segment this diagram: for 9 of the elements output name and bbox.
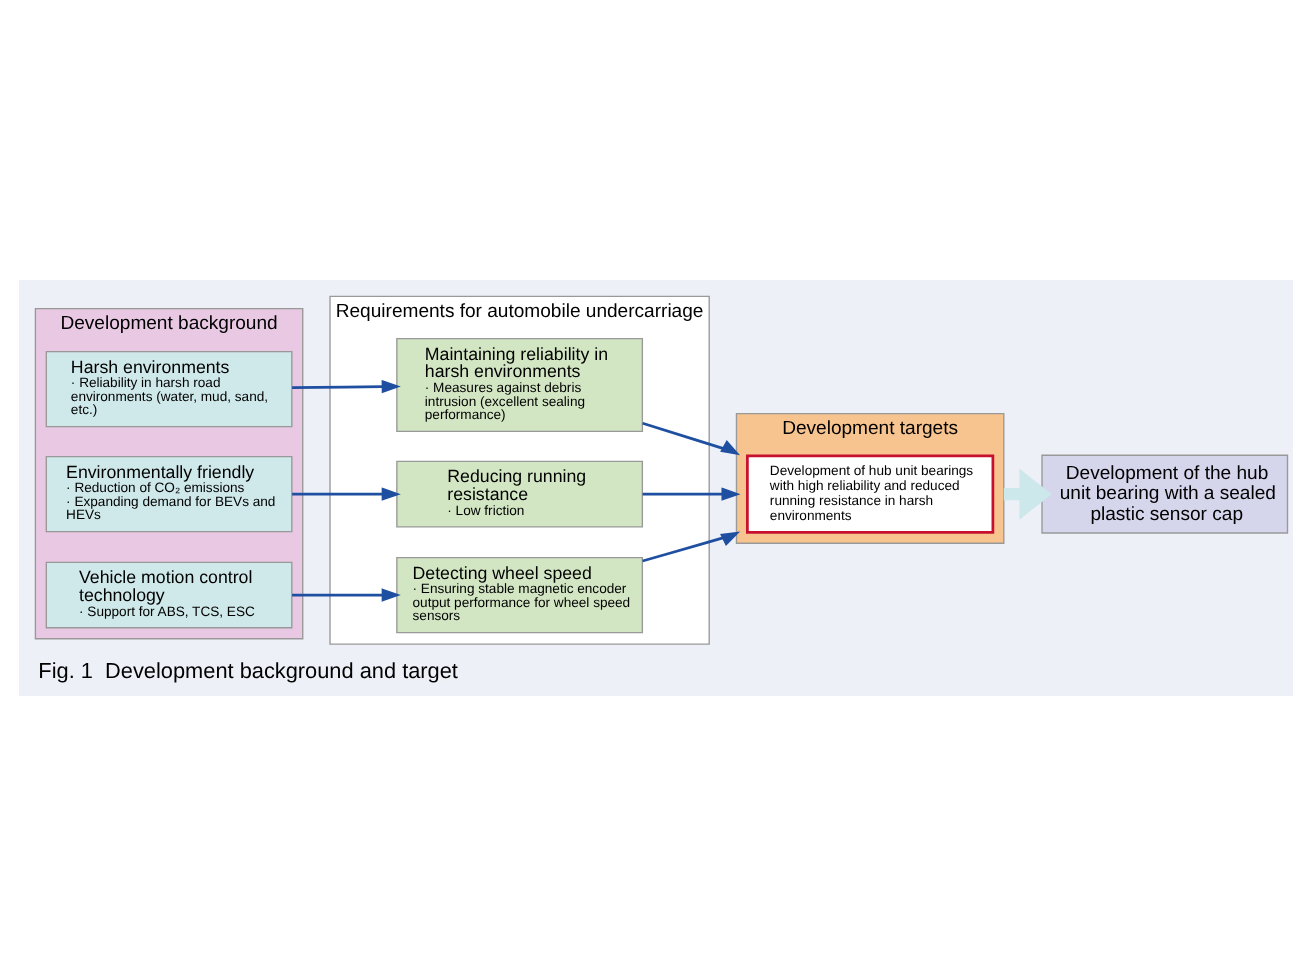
arrow [642, 486, 741, 500]
arrow [1003, 467, 1052, 519]
node-box: Development of the hub unit bearing with a sealed plastic sensor cap [1041, 453, 1289, 533]
arrow [292, 378, 401, 393]
arrow [292, 486, 401, 500]
arrow [642, 420, 741, 455]
arrow [292, 587, 401, 601]
arrow [642, 530, 741, 562]
caption: Fig. 1 Development background and target [38, 659, 458, 683]
